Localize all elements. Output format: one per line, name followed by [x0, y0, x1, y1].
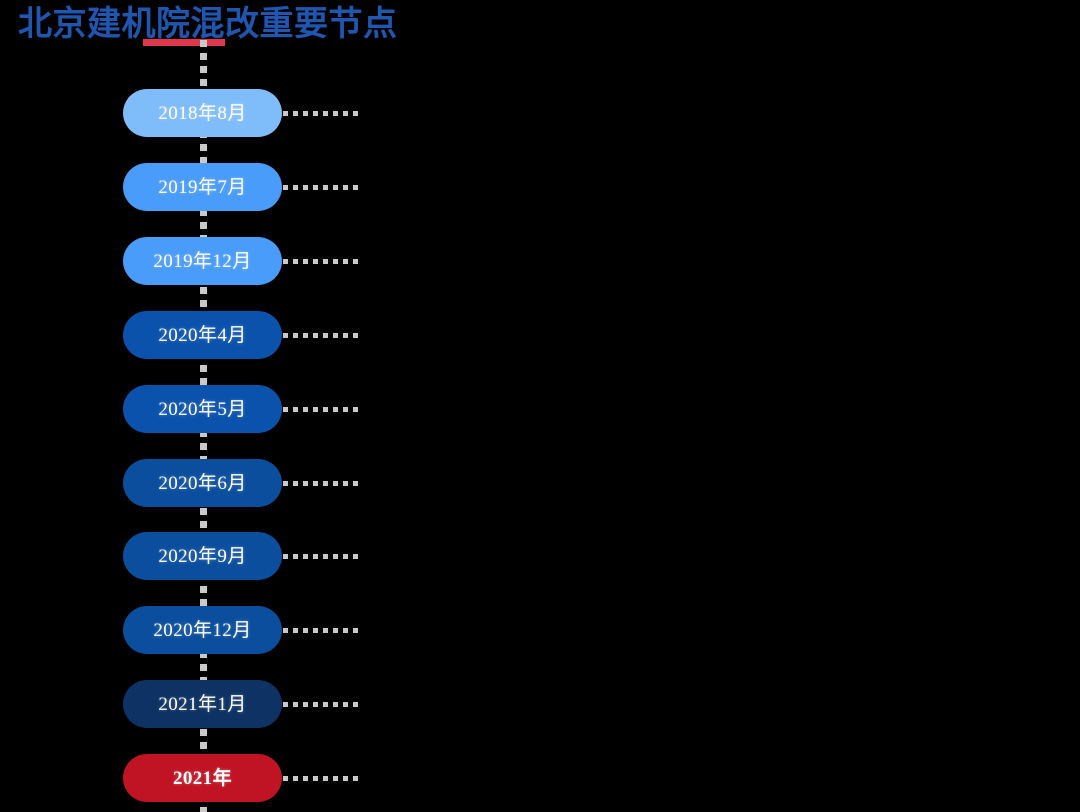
- timeline-node-pill[interactable]: 2020年5月: [123, 385, 282, 433]
- timeline-node-pill[interactable]: 2018年8月: [123, 89, 282, 137]
- timeline-node-label: 2020年6月: [158, 472, 247, 494]
- timeline-node[interactable]: 2019年12月: [123, 237, 363, 285]
- timeline-node[interactable]: 2020年12月: [123, 606, 363, 654]
- timeline-node-label: 2021年1月: [158, 693, 247, 715]
- timeline-node[interactable]: 2021年1月: [123, 680, 363, 728]
- timeline-node-connector: [283, 259, 363, 264]
- timeline-node[interactable]: 2020年4月: [123, 311, 363, 359]
- timeline-node[interactable]: 2021年: [123, 754, 363, 802]
- timeline-node-connector: [283, 628, 363, 633]
- timeline-node-label: 2020年12月: [153, 619, 252, 641]
- timeline-node-label: 2020年5月: [158, 398, 247, 420]
- timeline-node[interactable]: 2020年6月: [123, 459, 363, 507]
- title-underline-bar: [143, 39, 225, 46]
- timeline-node[interactable]: 2019年7月: [123, 163, 363, 211]
- timeline-node-label: 2020年9月: [158, 545, 247, 567]
- timeline-node-pill[interactable]: 2020年9月: [123, 532, 282, 580]
- timeline-node[interactable]: 2018年8月: [123, 89, 363, 137]
- timeline-node-pill[interactable]: 2019年12月: [123, 237, 282, 285]
- timeline-node-label: 2019年12月: [153, 250, 252, 272]
- timeline-node-connector: [283, 407, 363, 412]
- timeline-node-pill[interactable]: 2020年12月: [123, 606, 282, 654]
- timeline-node-label: 2020年4月: [158, 324, 247, 346]
- timeline-node-connector: [283, 554, 363, 559]
- timeline-node-connector: [283, 776, 363, 781]
- timeline-node-pill[interactable]: 2020年6月: [123, 459, 282, 507]
- timeline-node[interactable]: 2020年5月: [123, 385, 363, 433]
- timeline-node[interactable]: 2020年9月: [123, 532, 363, 580]
- timeline-node-pill[interactable]: 2020年4月: [123, 311, 282, 359]
- timeline-node-connector: [283, 333, 363, 338]
- timeline-node-connector: [283, 185, 363, 190]
- timeline-node-label: 2018年8月: [158, 102, 247, 124]
- page-title: 北京建机院混改重要节点: [18, 5, 398, 43]
- timeline-node-pill[interactable]: 2019年7月: [123, 163, 282, 211]
- timeline-node-connector: [283, 702, 363, 707]
- timeline-node-connector: [283, 111, 363, 116]
- page-title-block: 北京建机院混改重要节点: [18, 4, 438, 60]
- timeline-node-pill[interactable]: 2021年1月: [123, 680, 282, 728]
- timeline-node-label: 2019年7月: [158, 176, 247, 198]
- timeline-node-pill[interactable]: 2021年: [123, 754, 282, 802]
- timeline-node-label: 2021年: [172, 767, 232, 789]
- timeline-node-connector: [283, 481, 363, 486]
